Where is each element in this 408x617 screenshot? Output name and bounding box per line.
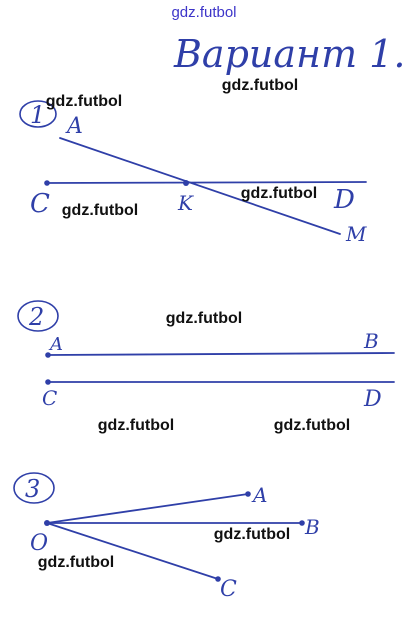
- watermark-text: gdz.futbol: [274, 417, 350, 434]
- line-ab: [47, 352, 395, 356]
- label-b-2: B: [363, 329, 379, 353]
- ray-oc: [46, 522, 219, 580]
- task-3: 3 O A B C: [13, 472, 320, 602]
- watermark-text: gdz.futbol: [222, 77, 298, 94]
- task-2: 2 A B C D: [17, 300, 395, 412]
- label-k: K: [177, 191, 194, 215]
- line-cd: [45, 181, 367, 184]
- label-c-2: C: [42, 386, 57, 410]
- point-k: [183, 180, 189, 186]
- point-c-2: [45, 379, 51, 385]
- watermark-text: gdz.futbol: [214, 526, 290, 543]
- ray-oa: [46, 493, 249, 524]
- task-1: 1 A C K D M: [19, 100, 367, 246]
- label-a: A: [65, 114, 83, 139]
- point-c: [44, 180, 50, 186]
- label-b-3: B: [304, 515, 320, 539]
- label-d-2: D: [363, 387, 382, 412]
- watermark-text: gdz.futbol: [166, 310, 242, 327]
- watermark-text: gdz.futbol: [98, 417, 174, 434]
- label-d: D: [333, 185, 355, 215]
- watermarks: gdz.futbol gdz.futbol gdz.futbol gdz.fut…: [38, 77, 350, 571]
- point-b-3: [299, 520, 305, 526]
- worksheet-title: Вариант 1.: [173, 32, 405, 76]
- label-o-3: O: [30, 531, 48, 556]
- watermark-text: gdz.futbol: [241, 185, 317, 202]
- line-am: [59, 137, 341, 235]
- label-c: C: [30, 189, 50, 219]
- task-2-number: 2: [28, 303, 44, 331]
- task-1-number: 1: [30, 101, 45, 129]
- watermark-text: gdz.futbol: [46, 93, 122, 110]
- point-c-3: [215, 576, 221, 582]
- task-3-circle: [13, 472, 55, 504]
- header-watermark: gdz.futbol: [171, 4, 236, 21]
- point-o: [44, 520, 50, 526]
- task-3-number: 3: [25, 475, 40, 503]
- label-c-3: C: [220, 577, 237, 602]
- task-2-circle: [17, 300, 59, 332]
- point-a-2: [45, 352, 51, 358]
- watermark-text: gdz.futbol: [38, 554, 114, 571]
- point-a-3: [245, 491, 251, 497]
- watermark-text: gdz.futbol: [62, 202, 138, 219]
- task-1-circle: [19, 100, 57, 128]
- label-a-2: A: [48, 334, 63, 355]
- label-m: M: [345, 222, 367, 246]
- label-a-3: A: [251, 483, 267, 507]
